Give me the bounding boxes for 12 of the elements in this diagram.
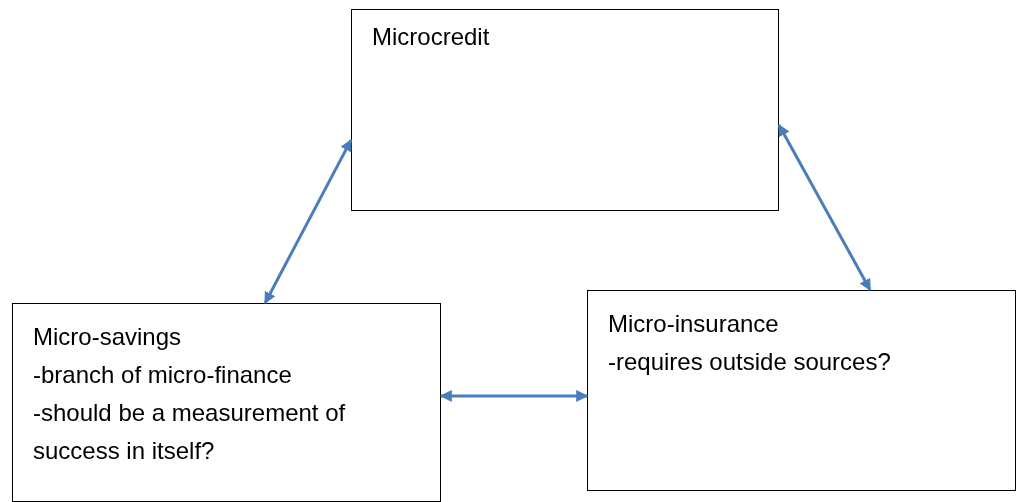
- text-box: [587, 290, 1016, 491]
- double-arrow: [777, 123, 872, 292]
- text-box: [12, 303, 441, 502]
- box-heading: Micro-savings: [33, 322, 182, 352]
- note-text: -requires outside sources?: [608, 347, 891, 377]
- text-box: [351, 9, 779, 211]
- double-arrow: [439, 389, 589, 402]
- note-text: -branch of micro-finance: [33, 360, 292, 390]
- double-arrow: [263, 139, 353, 305]
- box-heading: Microcredit: [372, 22, 490, 52]
- note-text: -should be a measurement of success in itself?: [33, 398, 347, 466]
- box-heading: Micro-insurance: [608, 309, 779, 339]
